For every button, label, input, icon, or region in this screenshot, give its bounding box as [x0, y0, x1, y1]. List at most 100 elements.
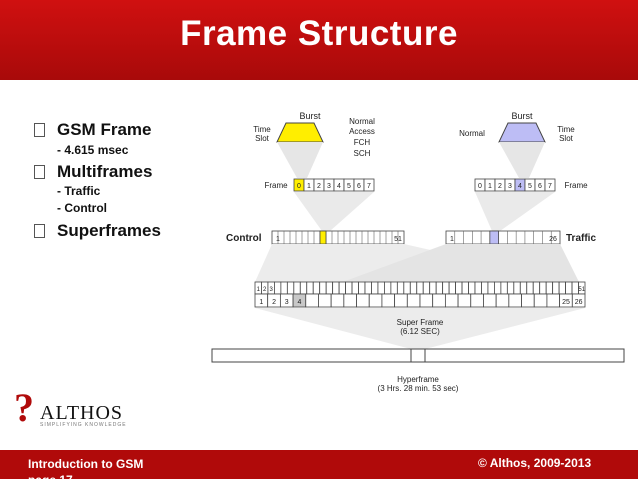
superframe-cell	[506, 281, 515, 295]
footer-bar	[0, 450, 638, 479]
frame-slot-number: 2	[498, 183, 502, 190]
superframe-cell	[429, 281, 437, 295]
superframe-label: Super Frame	[397, 318, 444, 327]
traffic-last-number: 26	[549, 236, 557, 243]
frame-slot-number: 4	[518, 183, 522, 190]
superframe-cell	[343, 293, 357, 308]
superframe-cell-number: 3	[270, 287, 274, 293]
bullet-multiframes: Multiframes	[57, 162, 153, 181]
hyperframe-duration: (3 Hrs. 28 min. 53 sec)	[378, 384, 459, 393]
superframe-cell	[306, 281, 314, 295]
frame-slot-number: 0	[297, 183, 301, 190]
hyperframe-bar	[211, 348, 625, 363]
superframe-cell	[305, 293, 319, 308]
superframe-cell	[384, 281, 392, 295]
superframe-cell	[495, 293, 510, 308]
superframe-cell	[546, 293, 561, 308]
superframe-cell	[571, 293, 586, 308]
superframe-cell	[539, 281, 547, 295]
traffic-multiframe-bar	[445, 230, 561, 245]
time-slot-right-label: Slot	[559, 134, 574, 143]
superframe-cell	[432, 293, 446, 308]
superframe-cell	[394, 293, 408, 308]
time-slot-left-label: Time	[253, 125, 271, 134]
traffic-active-frame	[489, 230, 500, 245]
superframe-cell	[274, 281, 282, 295]
superframe-cell	[545, 281, 554, 295]
superframe-cell	[351, 281, 359, 295]
superframe-cell-number: 2	[272, 299, 276, 306]
superframe-cell	[519, 281, 528, 295]
frame-slot-number: 1	[488, 183, 492, 190]
frame-slot-number: 3	[508, 183, 512, 190]
burst-left-label: Burst	[299, 111, 321, 121]
superframe-cell	[487, 281, 495, 295]
superframe-cell	[293, 281, 301, 295]
bullet-sub-traffic: - Traffic	[57, 184, 101, 198]
frame-slot-number: 5	[347, 183, 351, 190]
normal-left-label: Normal	[349, 117, 375, 126]
superframe-cell	[494, 281, 502, 295]
control-active-frame	[319, 230, 327, 245]
frame-slot	[363, 178, 375, 192]
footer-page-number: page 17	[28, 473, 73, 487]
superframe-cell	[457, 293, 472, 308]
superframe-cell	[396, 281, 405, 295]
frame-slot-number: 3	[327, 183, 331, 190]
superframe-cell	[325, 281, 334, 295]
superframe-cell	[345, 281, 353, 295]
superframe-cell	[312, 281, 321, 295]
superframe-cell	[532, 281, 541, 295]
superframe-cell-number: 26	[575, 299, 583, 306]
superframe-cell	[280, 281, 288, 295]
superframe-cell-number: 1	[259, 299, 263, 306]
superframe-cell-number: 25	[562, 299, 570, 306]
superframe-cell	[552, 281, 560, 295]
superframe-cell	[332, 281, 340, 295]
superframe-cell	[521, 293, 535, 308]
superframe-cell	[461, 281, 469, 295]
title-bar	[0, 0, 638, 80]
time-slot-right-label: Time	[557, 125, 575, 134]
frame-slot-number: 0	[478, 183, 482, 190]
superframe-cell	[565, 281, 573, 295]
althos-logo: ? ALTHOS SIMPLIFYING KNOWLEDGE	[14, 388, 134, 438]
control-last-number: 51	[394, 236, 402, 243]
superframe-cell	[377, 281, 385, 295]
frame-slot-number: 7	[367, 183, 371, 190]
superframe-cell	[403, 281, 411, 295]
superframe-cell-number: 1	[257, 287, 261, 293]
superframe-cell	[416, 281, 424, 295]
superframe-cell-number: 4	[297, 299, 301, 306]
superframe-cell	[419, 293, 434, 308]
logo-tagline: SIMPLIFYING KNOWLEDGE	[40, 422, 127, 428]
superframe-cell	[500, 281, 508, 295]
superframe-cell	[508, 293, 522, 308]
frame-left-cone	[294, 192, 374, 231]
superframe-cell	[470, 293, 484, 308]
superframe-cell	[368, 293, 383, 308]
burst-right-shape	[498, 122, 546, 143]
frame-slot-number: 6	[357, 183, 361, 190]
control-first-number: 1	[276, 236, 280, 243]
superframe-cell	[286, 281, 295, 295]
burst-left-cone	[277, 142, 323, 178]
logo-mark-icon: ?	[14, 385, 34, 430]
superframe-cell	[358, 281, 366, 295]
superframe-cell	[364, 281, 372, 295]
superframe-cell	[422, 281, 431, 295]
superframe-cell-number: 3	[285, 299, 289, 306]
control-label: Control	[226, 233, 262, 244]
frame-slot-number: 1	[307, 183, 311, 190]
hyperframe-label: Hyperframe	[397, 375, 439, 384]
superframe-cell	[526, 281, 534, 295]
page-title: Frame Structure	[180, 14, 458, 53]
burst-right-label: Burst	[511, 111, 533, 121]
frame-left-label: Frame	[264, 181, 288, 190]
superframe-cell	[448, 281, 456, 295]
superframe-cell	[474, 281, 482, 295]
burst-left-shape	[276, 122, 324, 143]
superframe-cell	[558, 281, 566, 295]
